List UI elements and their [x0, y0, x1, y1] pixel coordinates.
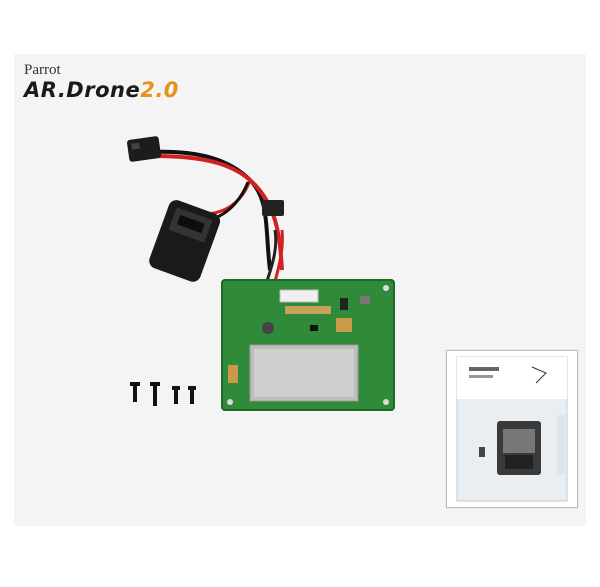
- chip: [336, 318, 352, 332]
- brand-product-main: AR.Drone: [24, 78, 141, 102]
- package-inset: [446, 350, 578, 508]
- pcb-photo: [127, 136, 395, 411]
- screws: [130, 382, 196, 406]
- flex-connector: [285, 306, 331, 314]
- brand-product-version: 2.0: [140, 78, 179, 102]
- pin-header: [279, 289, 319, 303]
- inline-connector: [262, 200, 284, 216]
- usb-plug: [149, 200, 221, 282]
- power-connector: [127, 136, 161, 162]
- brand-product: AR.Drone2.0: [24, 78, 179, 102]
- brand-logo: Parrot AR.Drone2.0: [24, 62, 224, 112]
- package-image: [456, 356, 568, 502]
- capacitor: [262, 322, 274, 334]
- red-wire: [153, 154, 284, 271]
- brand-maker: Parrot: [24, 62, 61, 78]
